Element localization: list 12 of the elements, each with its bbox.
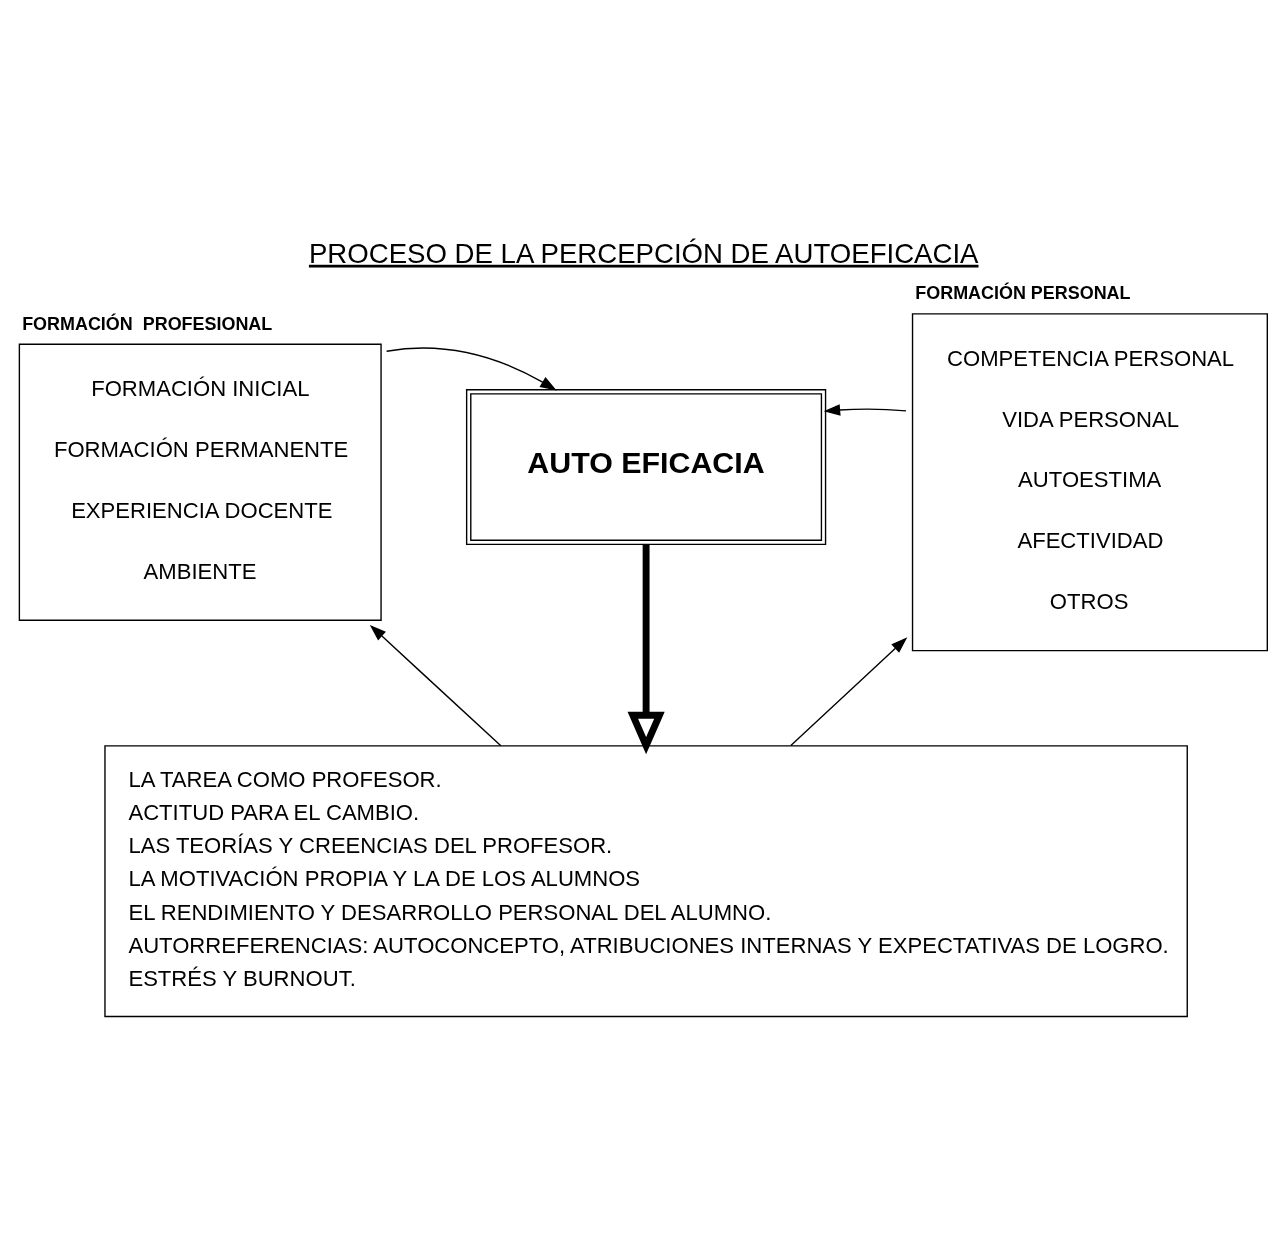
arrow: [627, 543, 665, 754]
arrow: [790, 636, 908, 746]
diagram-title: PROCESO DE LA PERCEPCIÓN DE AUTOEFICACIA: [308, 237, 979, 269]
node-label: FORMACIÓN PERSONAL: [915, 282, 1131, 303]
node-box: AUTO EFICACIA: [465, 388, 827, 545]
arrow: [823, 403, 907, 416]
node-label: FORMACIÓN PROFESIONAL: [22, 313, 273, 334]
arrow: [369, 624, 502, 746]
node-box: LA TAREA COMO PROFESOR. ACTITUD PARA EL CAMBIO. LAS TEORÍAS Y CREENCIAS DEL PROFESOR. LA MOTIVACIÓN PROPIA Y LA DE LOS ALUMNOS EL RENDIMIENTO Y DESARROLLO PERSONAL DEL ALUMNO. AUTORREFERENCIAS: AUTOCONCEPTO, ATRIBUCIONES INTERNAS Y EXPECTATIVAS DE LOGRO. ESTRÉS Y BURNOUT.: [104, 744, 1188, 1017]
node-box: COMPETENCIA PERSONAL VIDA PERSONAL AUTOESTIMA AFECTIVIDAD OTROS: [911, 312, 1268, 651]
node-box: FORMACIÓN INICIAL FORMACIÓN PERMANENTE EXPERIENCIA DOCENTE AMBIENTE: [18, 343, 382, 621]
arrow: [385, 346, 557, 391]
